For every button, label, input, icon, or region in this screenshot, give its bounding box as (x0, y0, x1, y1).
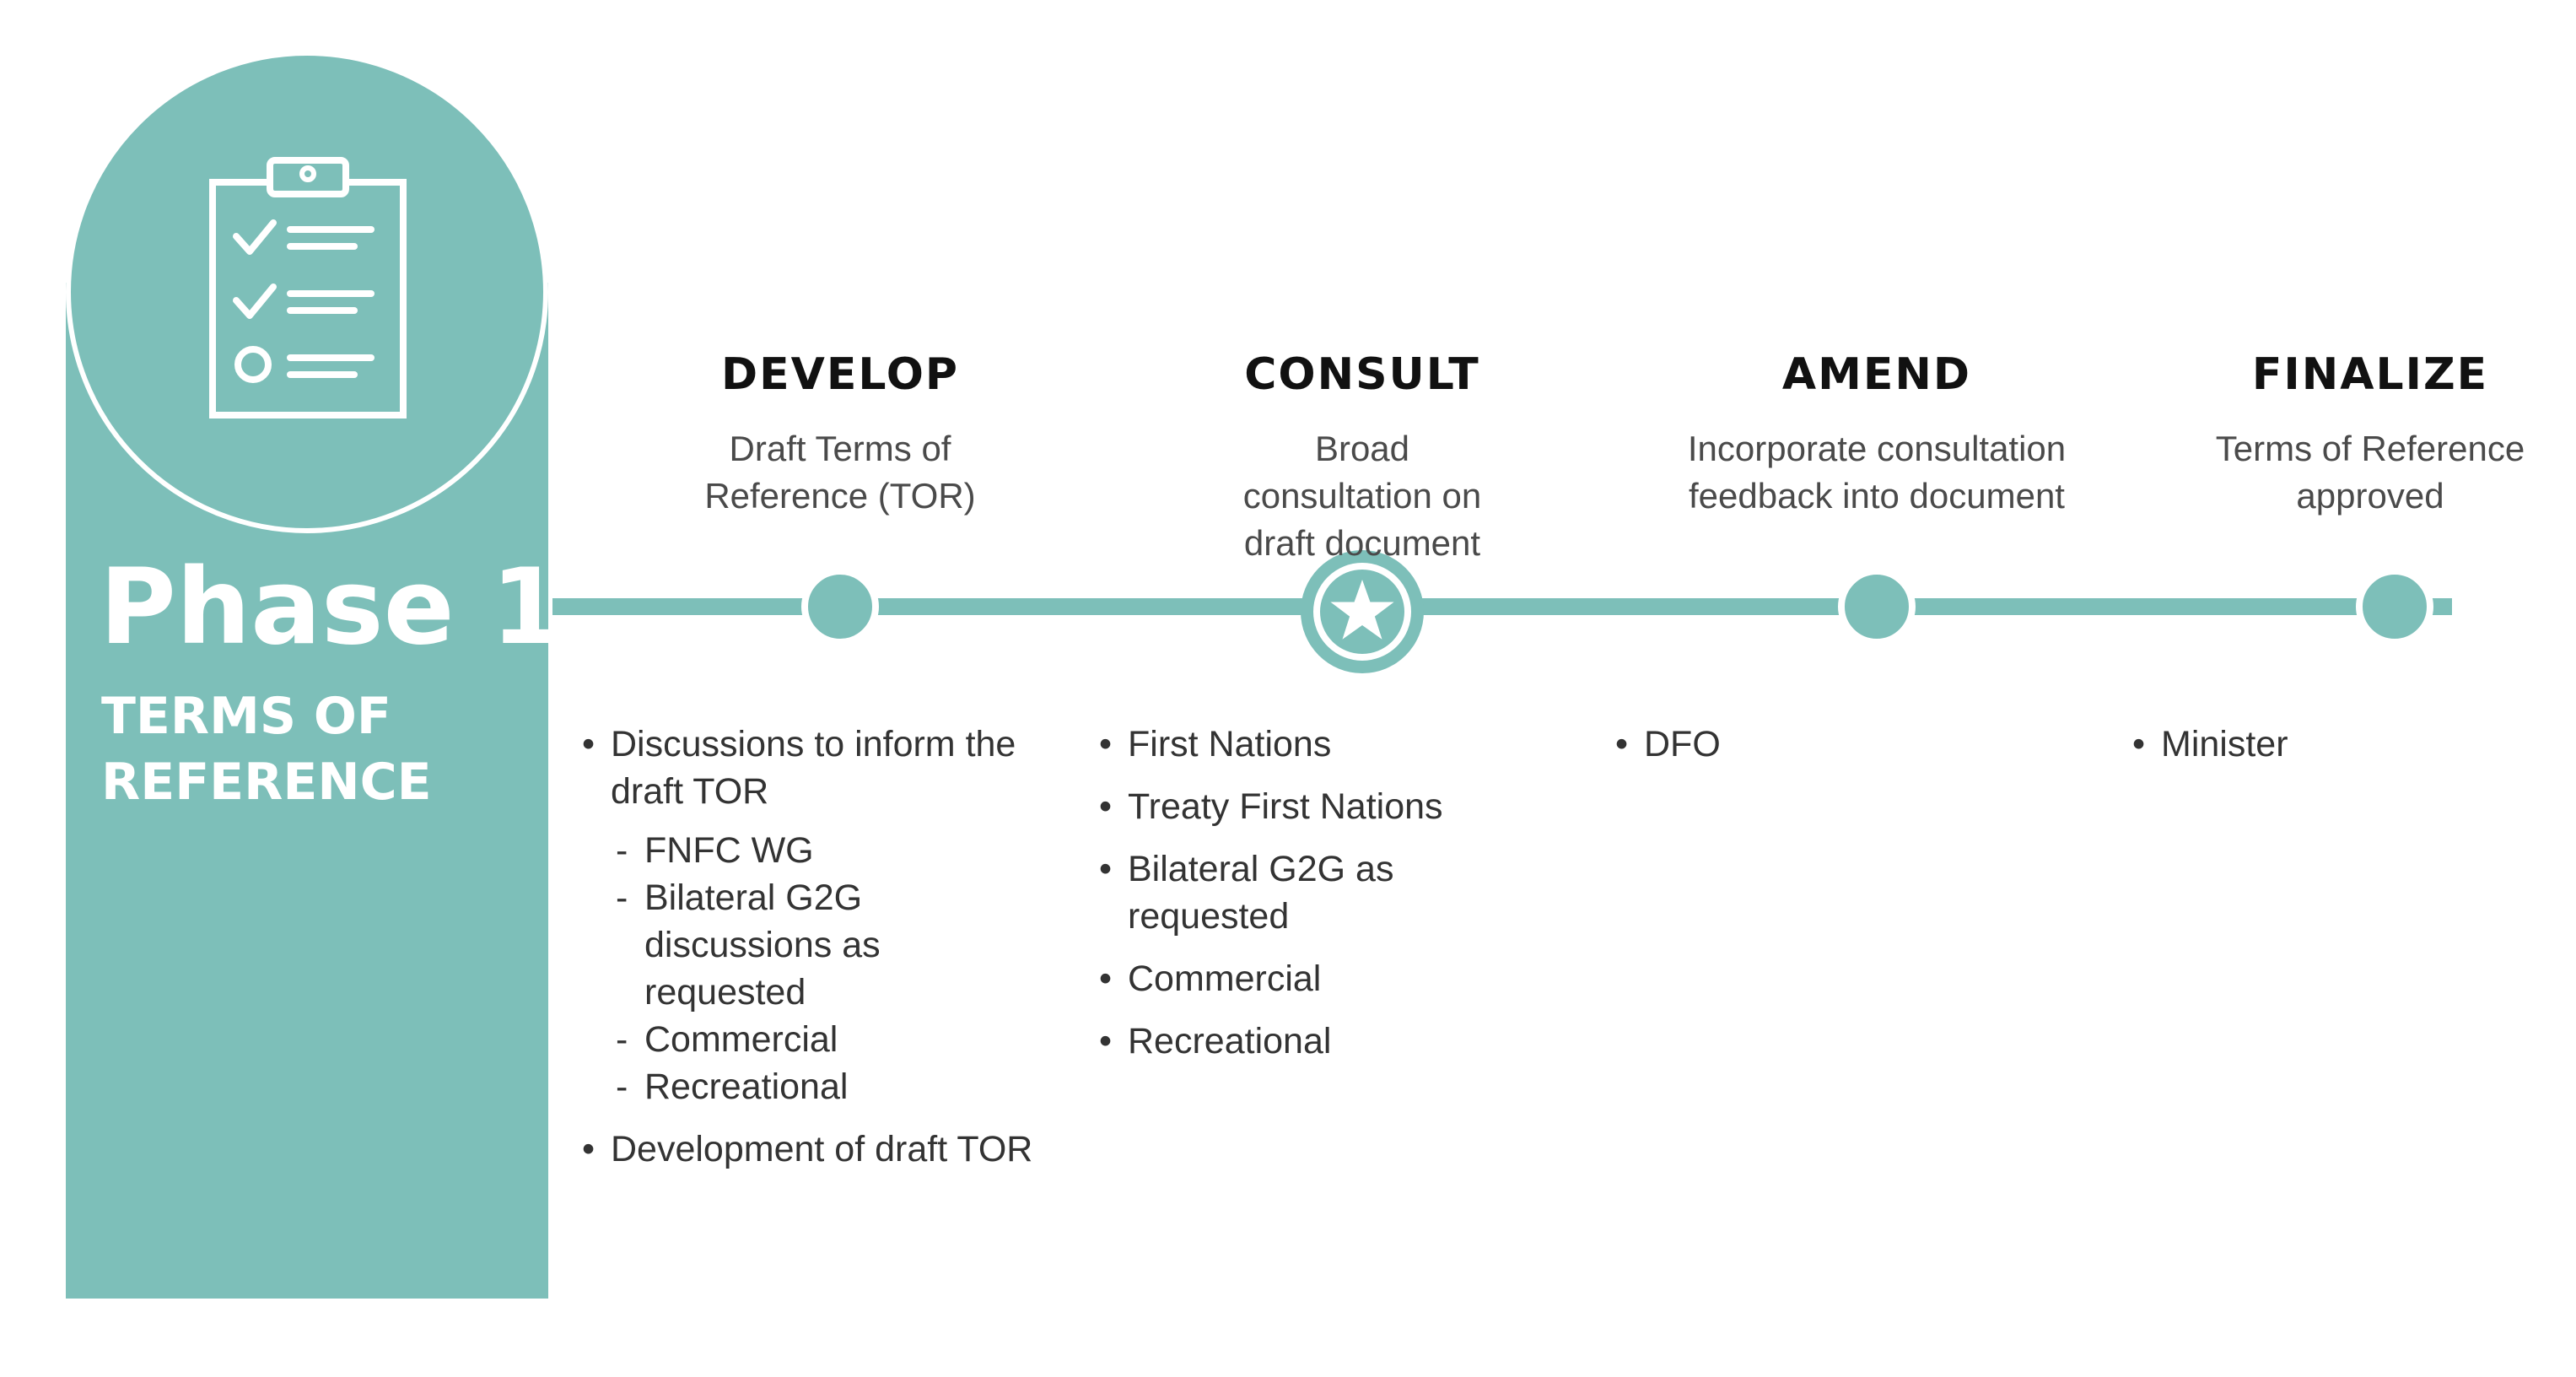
list-item: Discussions to inform the draft TOR FNFC… (582, 721, 1054, 1110)
clipboard-checklist-icon (209, 157, 407, 418)
sub-list-item: Recreational (611, 1063, 1054, 1110)
list-item: Minister (2132, 721, 2470, 768)
sub-list: FNFC WG Bilateral G2G discussions as req… (611, 827, 1054, 1110)
sub-list-item: Commercial (611, 1016, 1054, 1063)
finalize-bullets: Minister (2132, 721, 2470, 783)
step-desc-finalize: Terms of Reference approved (2215, 429, 2525, 516)
list-item: Recreational (1099, 1018, 1538, 1065)
phase-subtitle: TERMS OF REFERENCE (101, 687, 432, 812)
sub-list-item: FNFC WG (611, 827, 1054, 874)
list-item: DFO (1615, 721, 1953, 768)
list-item: Development of draft TOR (582, 1126, 1054, 1173)
step-desc-amend: Incorporate consultation feedback into d… (1687, 429, 2067, 516)
list-item: Treaty First Nations (1099, 783, 1538, 830)
step-desc-develop: Draft Terms of Reference (TOR) (704, 429, 976, 516)
amend-bullets: DFO (1615, 721, 1953, 783)
consult-node-ring (1313, 563, 1411, 661)
list-item: First Nations (1099, 721, 1538, 768)
step-title-finalize: FINALIZE (2251, 349, 2489, 400)
consult-node (1301, 550, 1424, 673)
sub-list-item: Bilateral G2G discussions as requested (611, 874, 906, 1016)
amend-node (1838, 568, 1916, 645)
consult-bullets: First Nations Treaty First Nations Bilat… (1099, 721, 1538, 1080)
step-title-develop: DEVELOP (720, 349, 960, 400)
phase-title: Phase 1 (100, 547, 564, 668)
star-icon (1330, 580, 1394, 640)
develop-bullets: Discussions to inform the draft TOR FNFC… (582, 721, 1054, 1188)
timeline-line (552, 598, 2452, 615)
finalize-node (2356, 568, 2433, 645)
list-item: Bilateral G2G as requested (1099, 845, 1440, 940)
step-title-consult: CONSULT (1244, 349, 1480, 400)
list-item: Commercial (1099, 955, 1538, 1002)
develop-node (801, 568, 879, 645)
step-desc-consult: Broad consultation on draft document (1242, 429, 1482, 563)
step-title-amend: AMEND (1781, 349, 1972, 400)
